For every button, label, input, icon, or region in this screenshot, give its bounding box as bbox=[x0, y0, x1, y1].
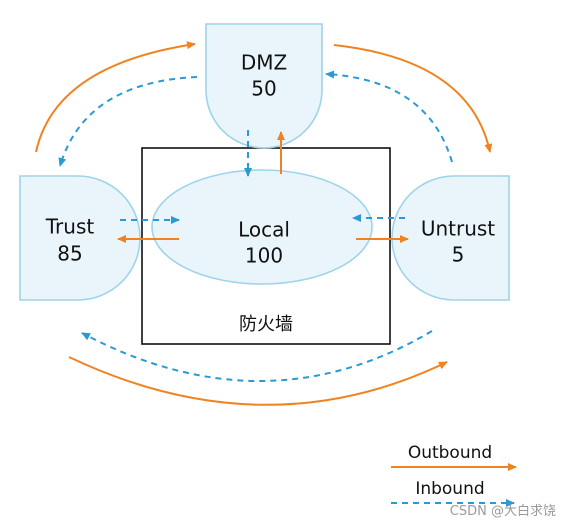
outbound-arrow-dmz-to-untrust bbox=[333, 44, 493, 153]
firewall-label: 防火墙 bbox=[239, 314, 293, 335]
inbound-arrow-dmz-to-trust bbox=[58, 76, 198, 167]
legend-outbound-label: Outbound bbox=[408, 443, 492, 463]
local-zone-shape bbox=[151, 169, 373, 285]
trust-zone-name: Trust bbox=[45, 215, 95, 239]
local-zone-priority: 100 bbox=[245, 244, 283, 268]
untrust-zone-priority: 5 bbox=[452, 243, 465, 267]
watermark-text: CSDN @大白求饶 bbox=[450, 503, 556, 519]
inbound-arrow-untrust-to-trust bbox=[81, 330, 433, 382]
inbound-arrow-untrust-to-dmz bbox=[325, 70, 453, 163]
untrust-zone-name: Untrust bbox=[421, 217, 495, 241]
legend-inbound-label: Inbound bbox=[415, 479, 484, 499]
outbound-arrow-trust-to-untrust bbox=[68, 356, 448, 406]
local-zone-name: Local bbox=[238, 218, 290, 242]
trust-zone-priority: 85 bbox=[57, 242, 82, 266]
dmz-zone-priority: 50 bbox=[251, 77, 276, 101]
trust-zone-shape bbox=[19, 175, 141, 301]
outbound-arrow-trust-to-dmz bbox=[35, 41, 196, 153]
untrust-zone-shape bbox=[391, 175, 510, 301]
dmz-zone-shape bbox=[205, 23, 323, 149]
dmz-zone-name: DMZ bbox=[241, 51, 287, 75]
